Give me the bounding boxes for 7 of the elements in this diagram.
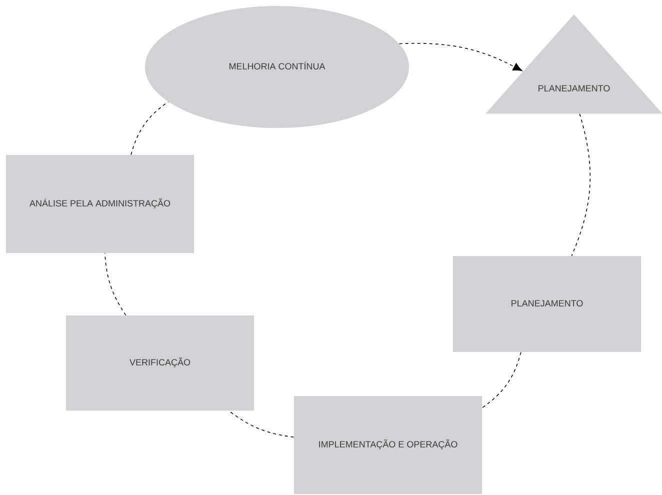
ellipse-node: MELHORIA CONTÍNUA (145, 6, 409, 128)
process-box: IMPLEMENTAÇÃO E OPERAÇÃO (294, 396, 482, 494)
process-box: VERIFICAÇÃO (66, 316, 254, 410)
process-box: PLANEJAMENTO (453, 256, 641, 352)
dashed-arrow (398, 43, 522, 71)
process-box: ANÁLISE PELA ADMINISTRAÇÃO (6, 155, 194, 253)
triangle-node: PLANEJAMENTO (486, 14, 662, 114)
